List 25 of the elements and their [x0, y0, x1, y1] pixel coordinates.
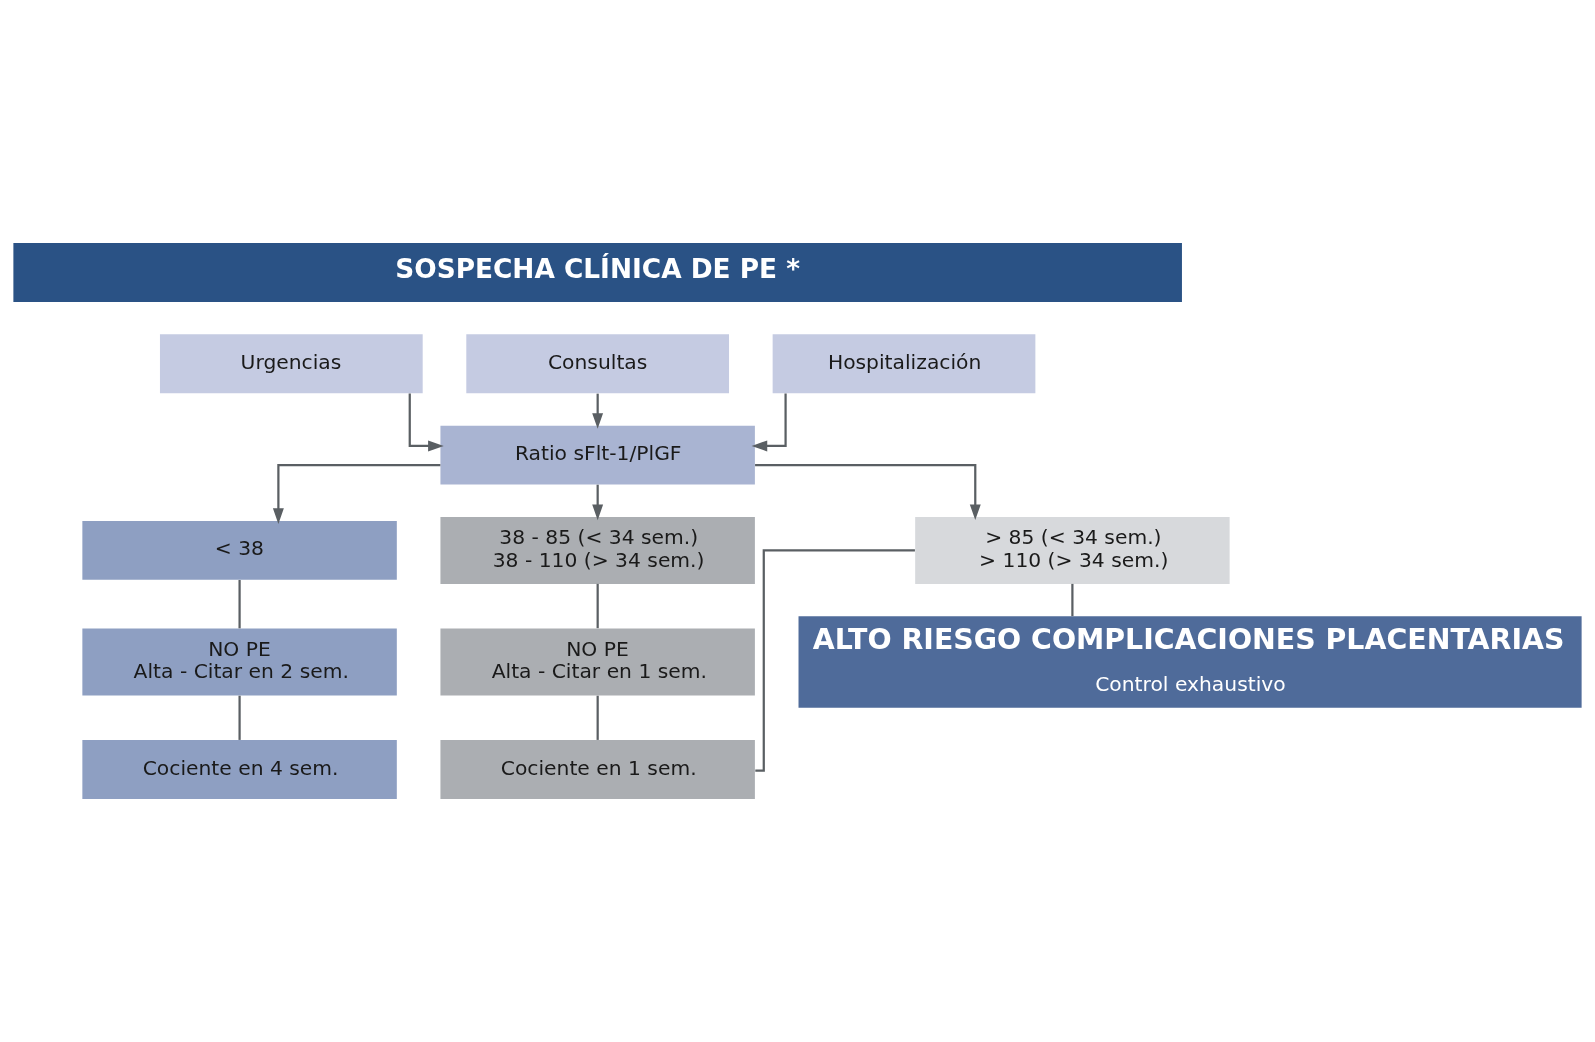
arrow	[408, 393, 444, 452]
node-box: > 85 (< 34 sem.) > 110 (> 34 sem.)	[915, 516, 1230, 584]
node-box: Cociente en 1 sem.	[440, 740, 755, 799]
node-box: NO PE Alta - Citar en 1 sem.	[440, 628, 755, 696]
arrow	[755, 464, 981, 521]
node-box: Urgencias	[159, 334, 423, 394]
node-box: Hospitalización	[772, 334, 1036, 394]
node-box: NO PE Alta - Citar en 2 sem.	[82, 628, 397, 696]
arrow	[592, 393, 604, 429]
node-box: < 38	[82, 521, 397, 580]
connector	[596, 583, 599, 629]
connector	[596, 695, 599, 740]
node-box: Consultas	[466, 334, 730, 394]
node-box: Ratio sFlt-1/PlGF	[440, 425, 755, 485]
connector	[755, 549, 915, 772]
connector	[238, 580, 241, 629]
node-box: Cociente en 4 sem.	[82, 740, 397, 799]
node-box: SOSPECHA CLÍNICA DE PE *	[13, 243, 1182, 302]
node-box: ALTO RIESGO COMPLICACIONES PLACENTARIAS Control exhaustivo	[798, 616, 1582, 708]
node-box: 38 - 85 (< 34 sem.) 38 - 110 (> 34 sem.)	[440, 516, 755, 584]
arrow	[592, 484, 604, 521]
connector	[1071, 583, 1074, 617]
connector	[238, 695, 241, 740]
arrow	[272, 464, 441, 524]
arrow	[751, 393, 787, 452]
